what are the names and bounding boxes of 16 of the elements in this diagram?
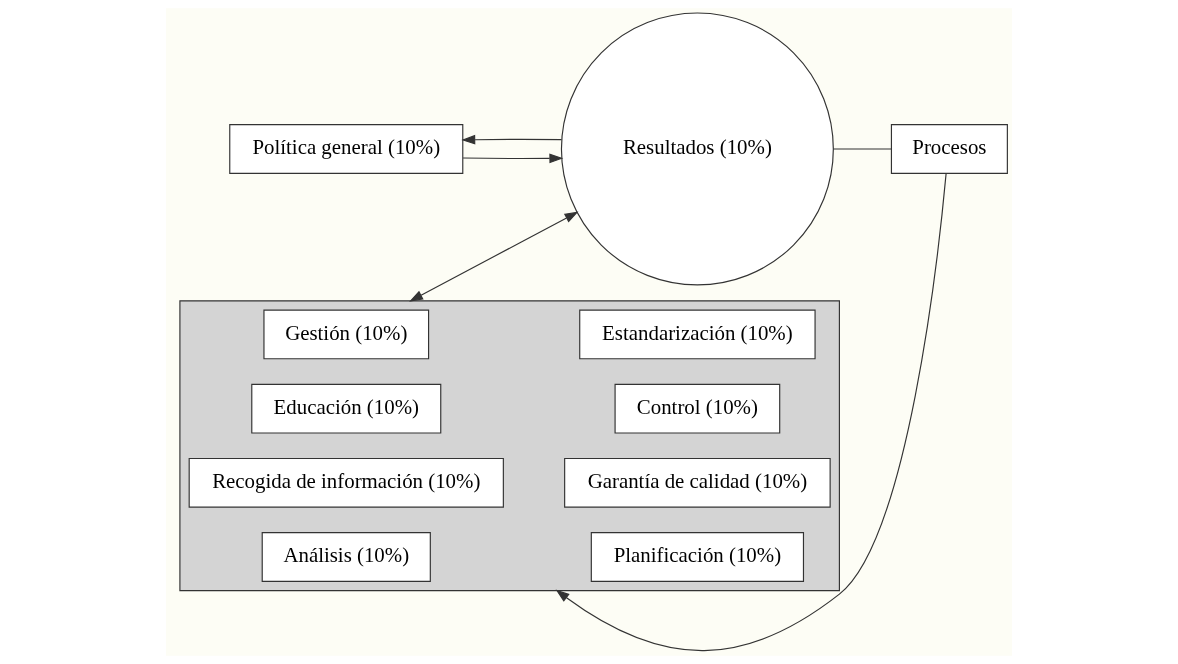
node-box: Garantía de calidad (10%) [564,457,831,508]
node-box: Recogida de información (10%) [188,457,504,508]
arrow [555,172,947,652]
arrow [462,153,564,164]
arrow [409,211,579,302]
node-box: Gestión (10%) [263,309,430,360]
node-box: Educación (10%) [251,383,442,434]
cluster [179,300,840,592]
node-box: Planificación (10%) [590,532,805,582]
node-box: Análisis (10%) [261,532,431,582]
arrow [461,134,563,145]
node-box: Política general (10%) [229,124,464,174]
connector [833,148,892,150]
node-box: Control (10%) [614,383,781,434]
node-box: Procesos [890,124,1008,174]
node-box: Estandarización (10%) [579,309,816,360]
